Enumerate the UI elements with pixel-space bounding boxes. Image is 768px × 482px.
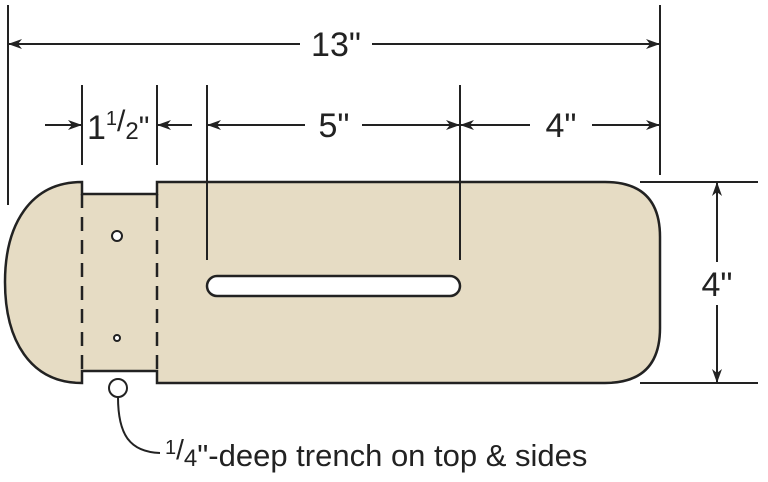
dim-label-notch: 11/2": [87, 105, 149, 147]
dim-label-overall: 13": [311, 26, 361, 64]
hole-small: [113, 334, 121, 342]
hole-large: [111, 230, 123, 242]
slot: [205, 274, 462, 298]
callout-bubble: [108, 378, 128, 398]
dim-label-end: 4": [546, 107, 577, 145]
dim-label-slot: 5": [319, 107, 350, 145]
dim-label-width: 4": [702, 266, 733, 304]
callout-leader: [117, 396, 161, 454]
trench-note: 1/4"-deep trench on top & sides: [165, 434, 587, 473]
